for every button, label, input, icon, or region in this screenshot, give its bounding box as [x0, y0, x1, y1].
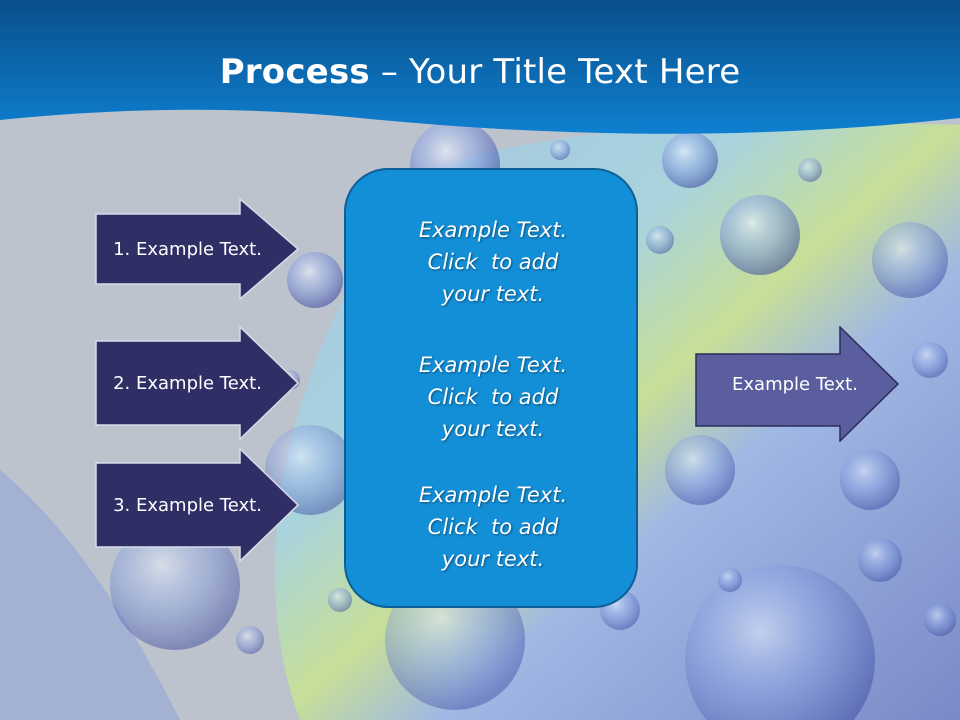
center-text-box[interactable]: Example Text. Click to add your text. Ex… — [344, 168, 638, 608]
center-paragraph-3: Example Text. Click to add your text. — [346, 479, 640, 575]
paragraph-line: your text. — [441, 547, 545, 571]
title-bold-part: Process — [219, 52, 370, 92]
slide-title: Process – Your Title Text Here — [0, 52, 960, 92]
left-arrow-3[interactable]: 3. Example Text. — [95, 448, 300, 562]
left-arrow-2[interactable]: 2. Example Text. — [95, 326, 300, 440]
paragraph-line: Click to add — [427, 515, 559, 539]
left-arrow-label: 1. Example Text. — [113, 238, 262, 260]
paragraph-line: Example Text. — [418, 353, 568, 377]
paragraph-line: Example Text. — [418, 483, 568, 507]
arrow-shape — [95, 198, 300, 300]
right-arrow[interactable]: Example Text. — [695, 326, 900, 442]
arrow-shape — [695, 326, 900, 442]
paragraph-line: your text. — [441, 417, 545, 441]
arrow-shape — [95, 326, 300, 440]
title-rest-part: – Your Title Text Here — [369, 52, 741, 92]
paragraph-line: Click to add — [427, 250, 559, 274]
left-arrow-label: 3. Example Text. — [113, 494, 262, 516]
arrow-shape — [95, 448, 300, 562]
paragraph-line: Example Text. — [418, 218, 568, 242]
paragraph-line: Click to add — [427, 385, 559, 409]
left-arrow-label: 2. Example Text. — [113, 372, 262, 394]
right-arrow-label: Example Text. — [732, 373, 858, 395]
center-paragraph-2: Example Text. Click to add your text. — [346, 349, 640, 445]
center-paragraph-1: Example Text. Click to add your text. — [346, 214, 640, 310]
left-arrow-1[interactable]: 1. Example Text. — [95, 198, 300, 300]
paragraph-line: your text. — [441, 282, 545, 306]
